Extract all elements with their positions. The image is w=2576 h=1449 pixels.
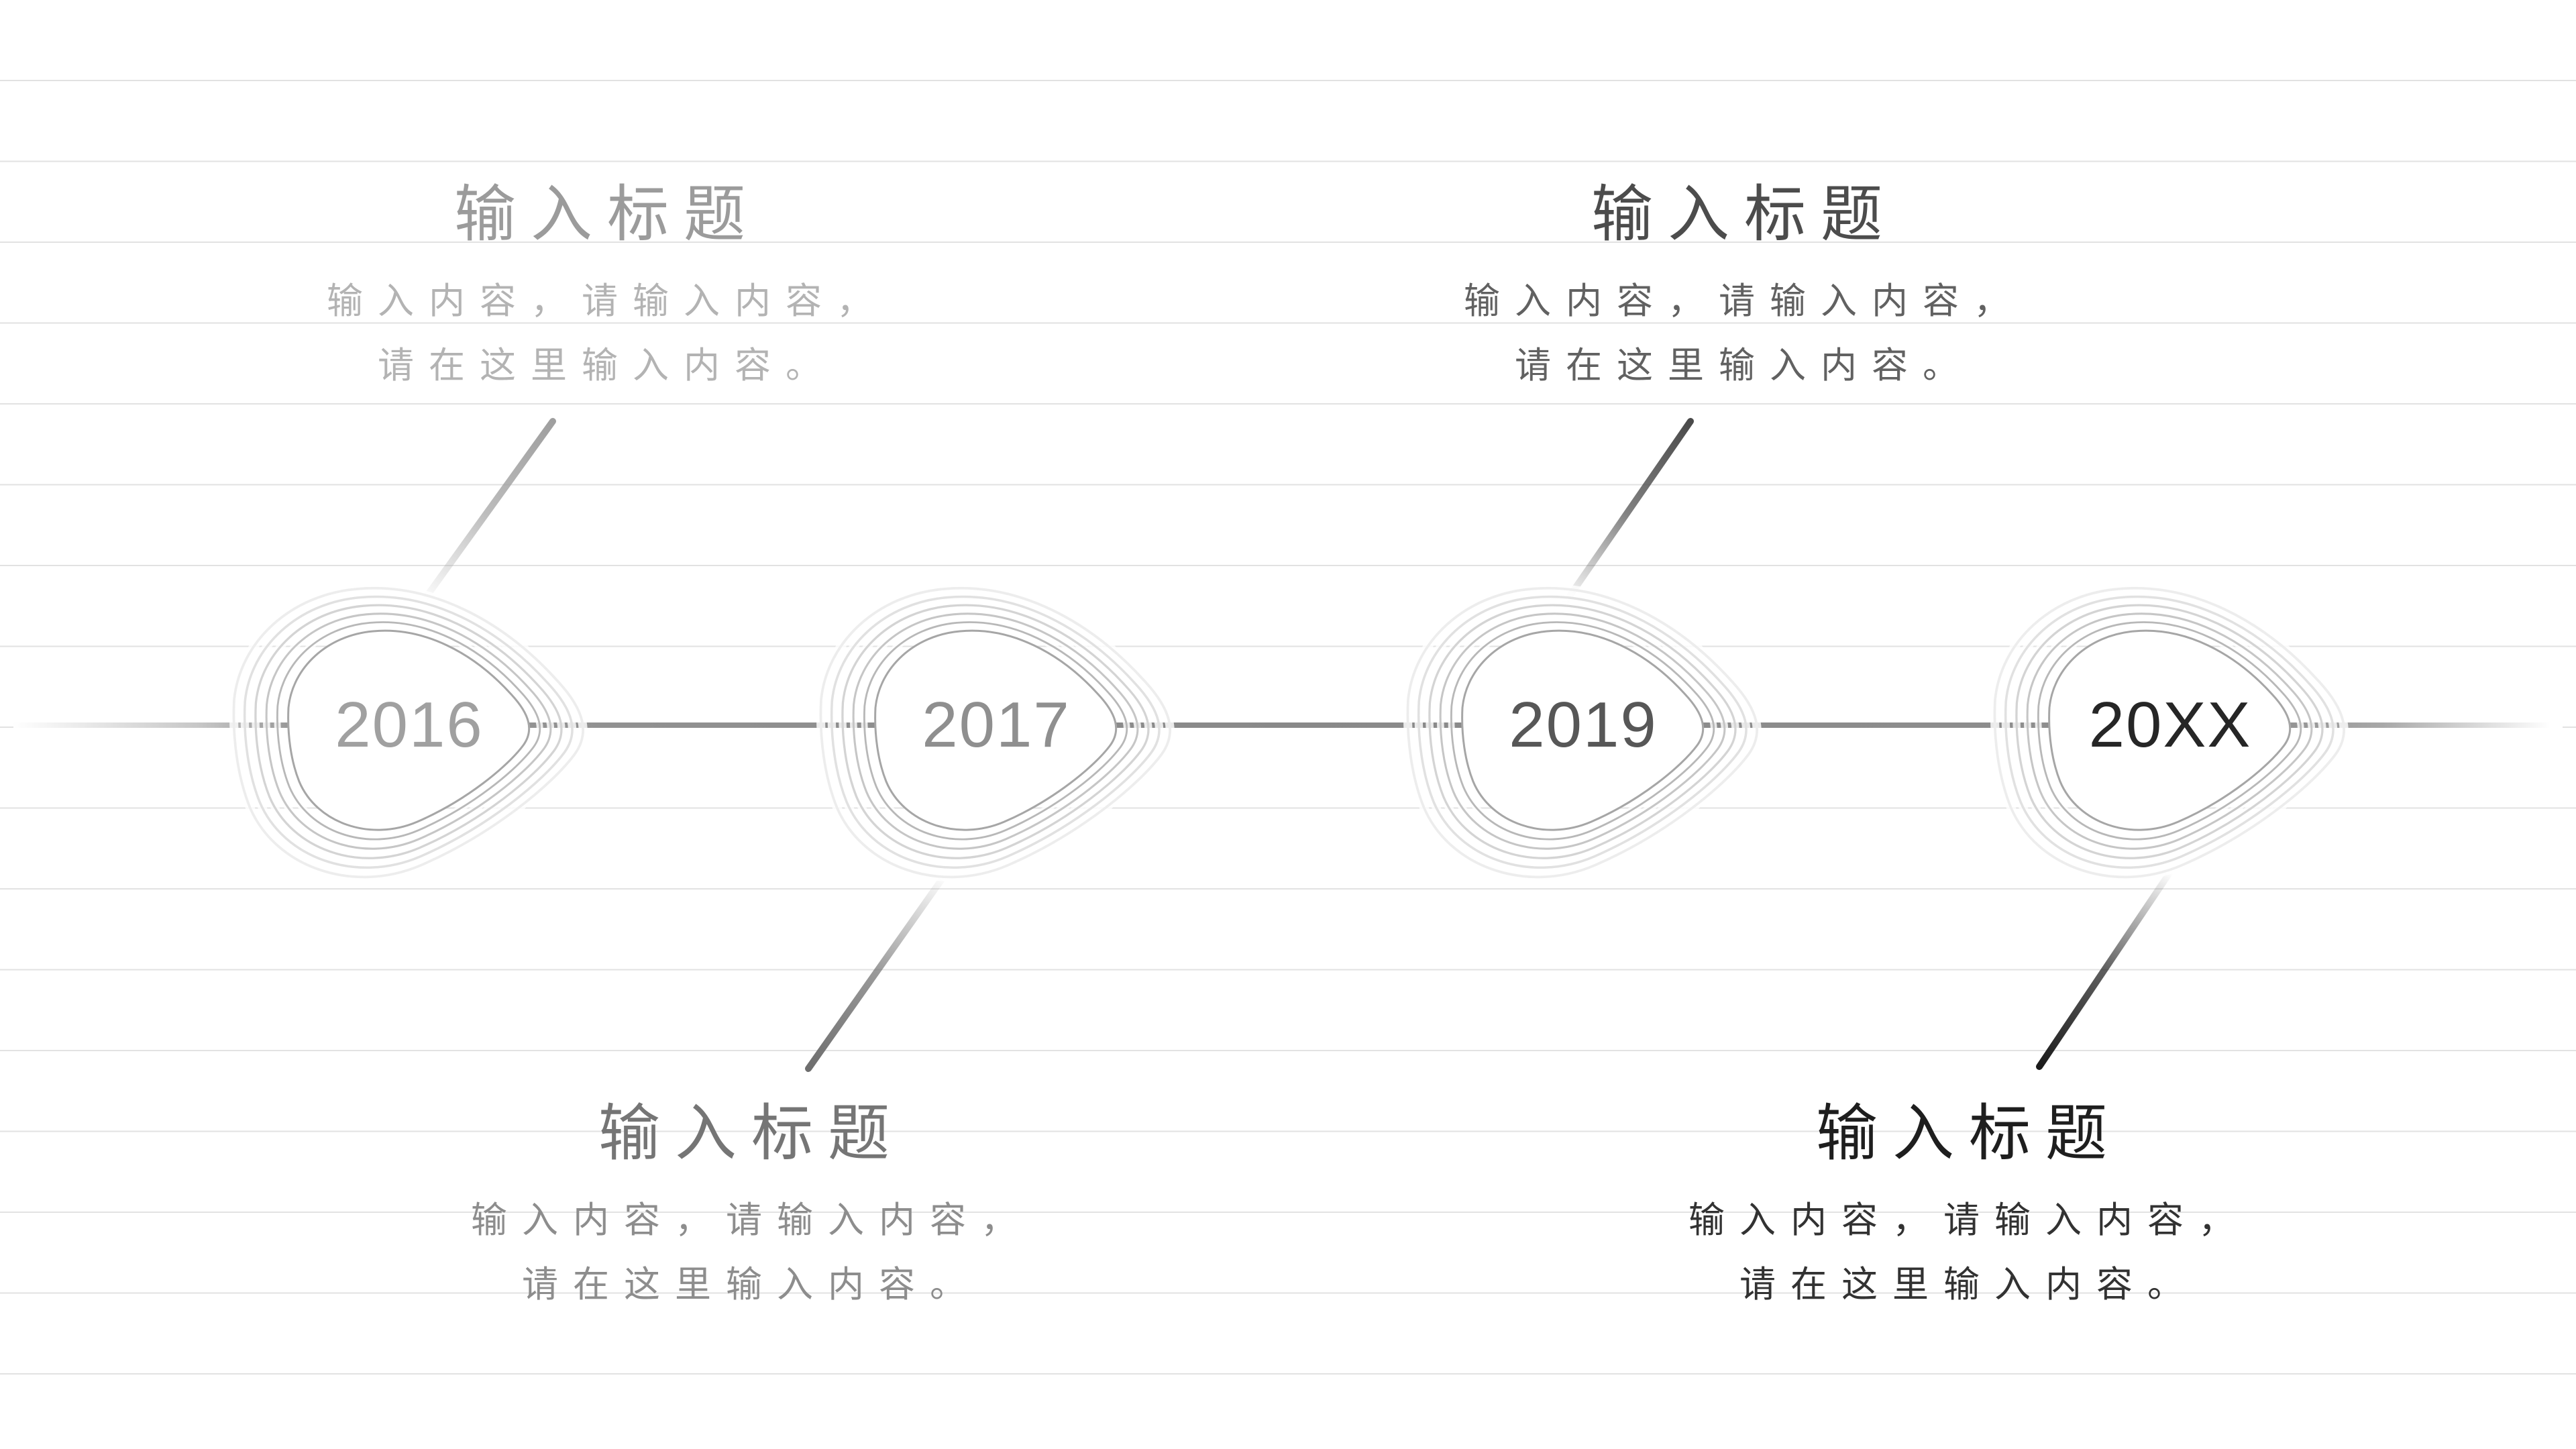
node-year-2016: 2016 <box>335 689 484 761</box>
event-body: 输入内容，请输入内容， 请在这里输入内容。 <box>1566 1188 2371 1317</box>
connector-line-2017 <box>805 872 948 1072</box>
timeline-axis <box>13 722 2563 728</box>
event-body-line-1: 输入内容，请输入内容， <box>327 281 888 321</box>
event-body-line-1: 输入内容，请输入内容， <box>471 1200 1032 1240</box>
event-body-line-1: 输入内容，请输入内容， <box>1464 281 2025 321</box>
event-title: 输入标题 <box>598 1099 904 1168</box>
event-body-line-1: 输入内容，请输入内容， <box>1688 1200 2249 1240</box>
event-block-2016: 输入标题 输入内容，请输入内容， 请在这里输入内容。 <box>205 178 1010 398</box>
event-body: 输入内容，请输入内容， 请在这里输入内容。 <box>205 269 1010 398</box>
node-year-2017: 2017 <box>922 689 1071 761</box>
event-title: 输入标题 <box>1815 1099 2122 1168</box>
event-block-2017: 输入标题 输入内容，请输入内容， 请在这里输入内容。 <box>349 1097 1154 1317</box>
connector-line-2016 <box>418 418 556 607</box>
event-body-line-2: 请在这里输入内容。 <box>1739 1265 2198 1305</box>
event-block-2019: 输入标题 输入内容，请输入内容， 请在这里输入内容。 <box>1342 178 2147 398</box>
event-body: 输入内容，请输入内容， 请在这里输入内容。 <box>349 1188 1154 1317</box>
background-gridlines <box>0 80 2576 1375</box>
connector-line-2019 <box>1561 418 1694 607</box>
connector-lines <box>418 418 2174 1072</box>
connector-line-20xx <box>2036 869 2174 1070</box>
event-body-line-2: 请在这里输入内容。 <box>1515 345 1974 386</box>
event-body: 输入内容，请输入内容， 请在这里输入内容。 <box>1342 269 2147 398</box>
event-title: 输入标题 <box>1591 180 1897 249</box>
node-year-20xx: 20XX <box>2088 689 2252 761</box>
node-year-2019: 2019 <box>1509 689 1658 761</box>
event-block-20xx: 输入标题 输入内容，请输入内容， 请在这里输入内容。 <box>1566 1097 2371 1317</box>
event-body-line-2: 请在这里输入内容。 <box>378 345 837 386</box>
event-title: 输入标题 <box>453 180 760 249</box>
event-body-line-2: 请在这里输入内容。 <box>522 1265 981 1305</box>
